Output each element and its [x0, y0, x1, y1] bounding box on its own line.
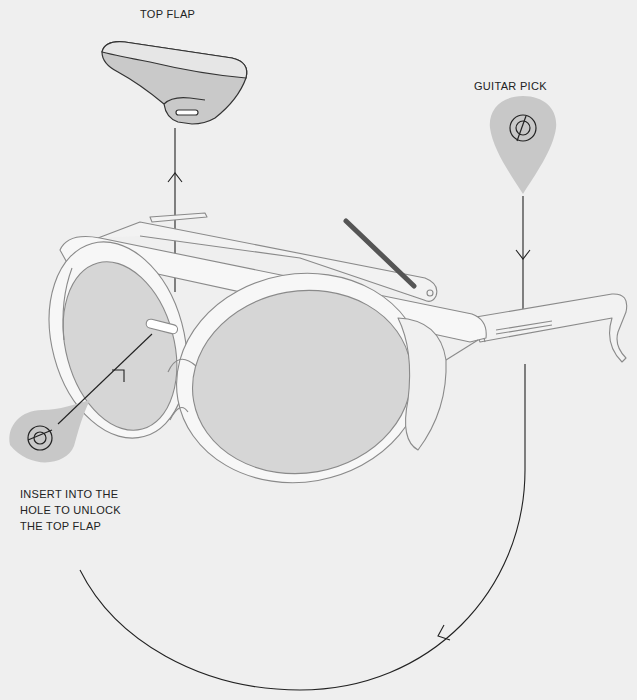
instruction-note: INSERT INTO THE HOLE TO UNLOCK THE TOP F… — [20, 486, 132, 534]
guitar-pick — [490, 96, 556, 194]
sunglasses — [28, 213, 626, 502]
guitar-pick — [9, 400, 90, 462]
leader-line — [58, 334, 152, 424]
part-label: TOP FLAP — [140, 6, 220, 22]
top-flap — [102, 42, 247, 124]
part-label: GUITAR PICK — [474, 78, 574, 94]
